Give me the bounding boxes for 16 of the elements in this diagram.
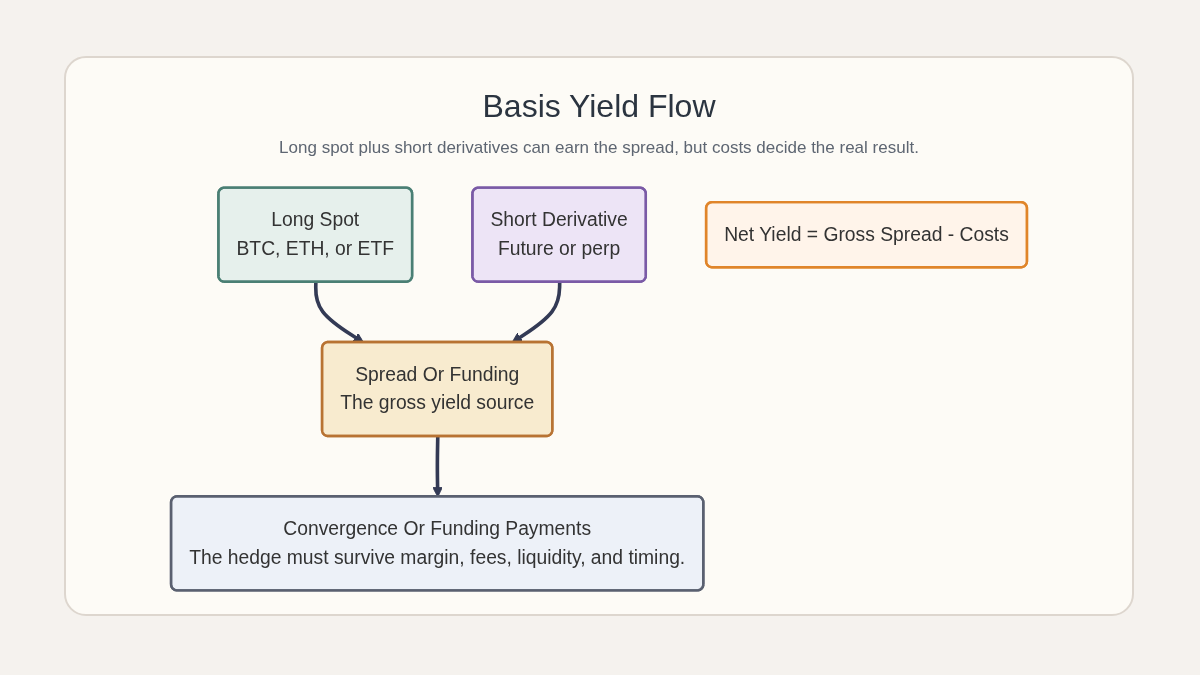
process-box	[320, 340, 554, 438]
process-box	[169, 495, 705, 592]
node-title: Long Spot	[270, 208, 361, 232]
node-title: Short Derivative	[490, 208, 628, 232]
node-title: Convergence Or Funding Payments	[282, 517, 593, 541]
process-box	[217, 186, 414, 283]
title: Basis Yield Flow	[481, 88, 717, 125]
node-title: Spread Or Funding	[354, 362, 521, 387]
node-text: Future or perp	[497, 237, 622, 261]
node-text: The gross yield source	[340, 391, 535, 416]
node-text: The hedge must survive margin, fees, liquidity, and timing.	[189, 545, 686, 570]
process-box	[471, 186, 648, 283]
node-text: BTC, ETH, or ETF	[236, 237, 395, 261]
node-title: Net Yield = Gross Spread - Costs	[724, 222, 1009, 247]
subtitle: Long spot plus short derivatives can earn the spread, but costs decide the real result.	[278, 138, 920, 158]
process-box	[704, 200, 1029, 269]
